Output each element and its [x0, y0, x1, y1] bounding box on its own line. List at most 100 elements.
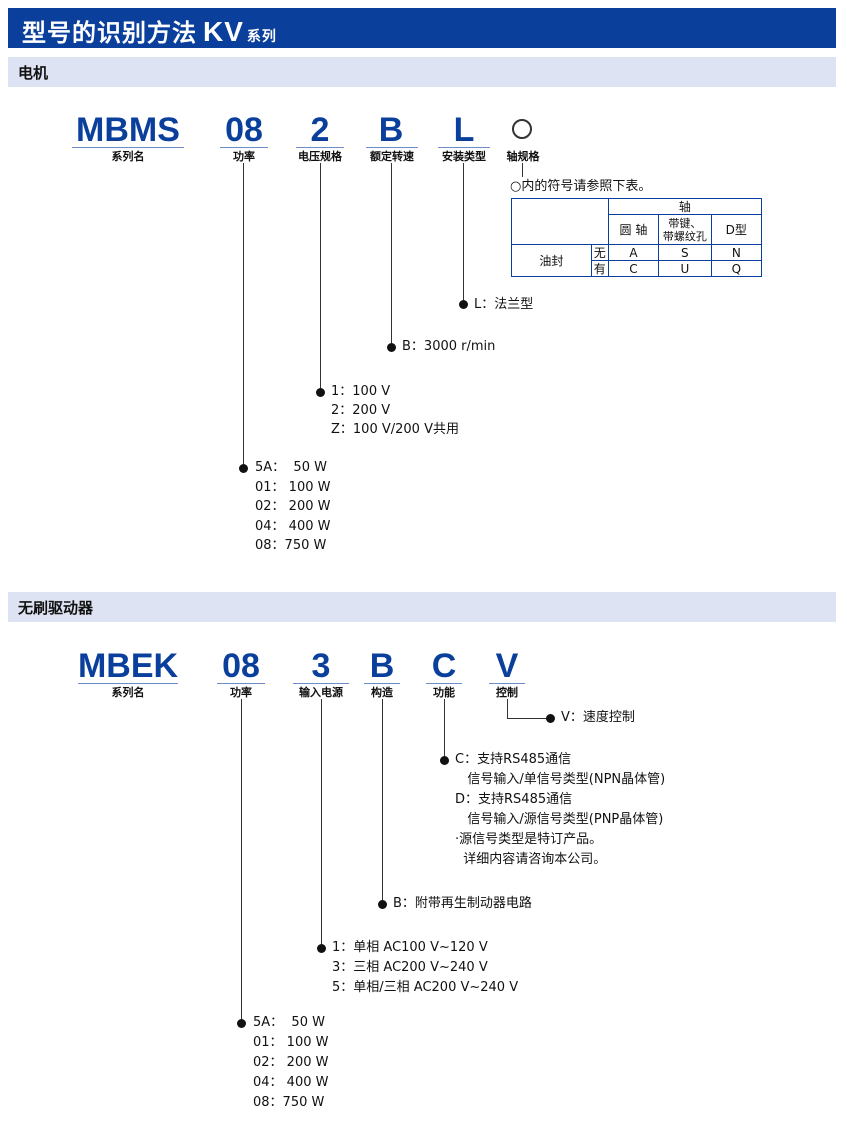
- driver-label-function: 功能: [433, 686, 455, 699]
- underline: [296, 147, 344, 148]
- section-title-motor: 电机: [18, 64, 49, 82]
- speed-option: B：3000 r/min: [402, 339, 496, 354]
- motor-code-power: 08: [225, 111, 263, 149]
- shaft-table-cell: C: [607, 260, 660, 277]
- function-note: ·源信号类型是特订产品。: [455, 832, 603, 847]
- underline: [293, 683, 349, 684]
- shaft-table-cell: A: [607, 244, 660, 261]
- connector-line: [522, 163, 523, 177]
- bullet-dot: [239, 464, 248, 473]
- section-title-driver: 无刷驱动器: [18, 599, 94, 617]
- shaft-table-header: 轴: [607, 198, 763, 215]
- underline: [217, 683, 265, 684]
- bullet-dot: [317, 944, 326, 953]
- connector-line: [243, 163, 244, 468]
- connector-line: [507, 699, 508, 718]
- driver-label-power: 功率: [230, 686, 252, 699]
- connector-line: [320, 163, 321, 392]
- connector-line: [382, 699, 383, 905]
- shaft-table-col-round: 圆 轴: [607, 214, 660, 245]
- driver-code-input: 3: [311, 647, 331, 685]
- bullet-dot: [387, 343, 396, 352]
- function-note: 详细内容请咨询本公司。: [455, 852, 607, 867]
- bullet-dot: [546, 714, 555, 723]
- title-suffix: 系列: [246, 29, 277, 45]
- motor-label-shaft: 轴规格: [506, 150, 540, 163]
- driver-code-power: 08: [222, 647, 260, 685]
- power-option: 5A： 50 W: [253, 1015, 325, 1030]
- power-option: 01： 100 W: [255, 480, 331, 495]
- power-option: 04： 400 W: [253, 1075, 329, 1090]
- voltage-option: 2：200 V: [331, 403, 391, 418]
- connector-line: [391, 163, 392, 347]
- driver-label-structure: 构造: [371, 686, 393, 699]
- function-option: 信号输入/单信号类型(NPN晶体管): [455, 772, 666, 787]
- input-option: 3：三相 AC200 V~240 V: [332, 960, 488, 975]
- motor-code-voltage: 2: [310, 111, 330, 149]
- driver-label-input: 输入电源: [299, 686, 343, 699]
- bullet-dot: [378, 900, 387, 909]
- shaft-table-cell: N: [710, 244, 763, 261]
- shaft-table: 轴 圆 轴 带键、 带螺纹孔 D型 油封 无 A S N 有 C U Q: [511, 198, 763, 277]
- driver-code-control: V: [495, 647, 519, 685]
- function-option: 信号输入/源信号类型(PNP晶体管): [455, 812, 664, 827]
- underline: [489, 683, 525, 684]
- bullet-dot: [440, 756, 449, 765]
- shaft-note: ○内的符号请参照下表。: [510, 179, 652, 194]
- shaft-table-row-label: 油封: [511, 244, 592, 277]
- power-option: 08：750 W: [255, 538, 327, 553]
- underline: [438, 147, 490, 148]
- shaft-placeholder-circle-icon: [512, 119, 532, 139]
- control-option: V：速度控制: [561, 710, 635, 725]
- title-series: KV: [203, 16, 244, 47]
- driver-code-structure: B: [369, 647, 395, 685]
- underline: [72, 147, 184, 148]
- shaft-table-row-without: 无: [590, 244, 609, 261]
- structure-option: B：附带再生制动器电路: [393, 896, 532, 911]
- driver-label-series: 系列名: [111, 686, 145, 699]
- driver-label-control: 控制: [496, 686, 518, 699]
- section-header-motor: 电机: [8, 57, 836, 87]
- motor-code-mount: L: [453, 111, 475, 149]
- connector-line: [321, 699, 322, 948]
- shaft-table-row-with: 有: [590, 260, 609, 277]
- shaft-table-corner: [511, 198, 609, 245]
- motor-code-speed: B: [378, 111, 404, 149]
- shaft-table-cell: S: [658, 244, 712, 261]
- underline: [426, 683, 462, 684]
- connector-line: [507, 718, 549, 719]
- power-option: 02： 200 W: [253, 1055, 329, 1070]
- voltage-option: 1：100 V: [331, 384, 391, 399]
- input-option: 5：单相/三相 AC200 V~240 V: [332, 980, 519, 995]
- function-option: D：支持RS485通信: [455, 792, 573, 807]
- section-header-driver: 无刷驱动器: [8, 592, 836, 622]
- input-option: 1：单相 AC100 V~120 V: [332, 940, 488, 955]
- function-option: C：支持RS485通信: [455, 752, 572, 767]
- shaft-table-col-d: D型: [710, 214, 763, 245]
- power-option: 5A： 50 W: [255, 460, 327, 475]
- shaft-table-cell: U: [658, 260, 712, 277]
- motor-code-series: MBMS: [76, 111, 180, 149]
- power-option: 04： 400 W: [255, 519, 331, 534]
- motor-label-mount: 安装类型: [442, 150, 486, 163]
- voltage-option: Z：100 V/200 V共用: [331, 422, 459, 437]
- underline: [220, 147, 268, 148]
- mount-option: L：法兰型: [474, 297, 534, 312]
- underline: [78, 683, 178, 684]
- power-option: 02： 200 W: [255, 499, 331, 514]
- bullet-dot: [316, 388, 325, 397]
- bullet-dot: [459, 300, 468, 309]
- power-option: 01： 100 W: [253, 1035, 329, 1050]
- underline: [366, 147, 418, 148]
- motor-label-voltage: 电压规格: [298, 150, 342, 163]
- shaft-table-cell: Q: [710, 260, 763, 277]
- motor-label-speed: 额定转速: [370, 150, 414, 163]
- driver-code-series: MBEK: [77, 647, 179, 685]
- shaft-table-col-keyed: 带键、 带螺纹孔: [658, 214, 712, 245]
- underline: [364, 683, 400, 684]
- connector-line: [444, 699, 445, 761]
- driver-code-function: C: [431, 647, 457, 685]
- motor-label-series: 系列名: [111, 150, 145, 163]
